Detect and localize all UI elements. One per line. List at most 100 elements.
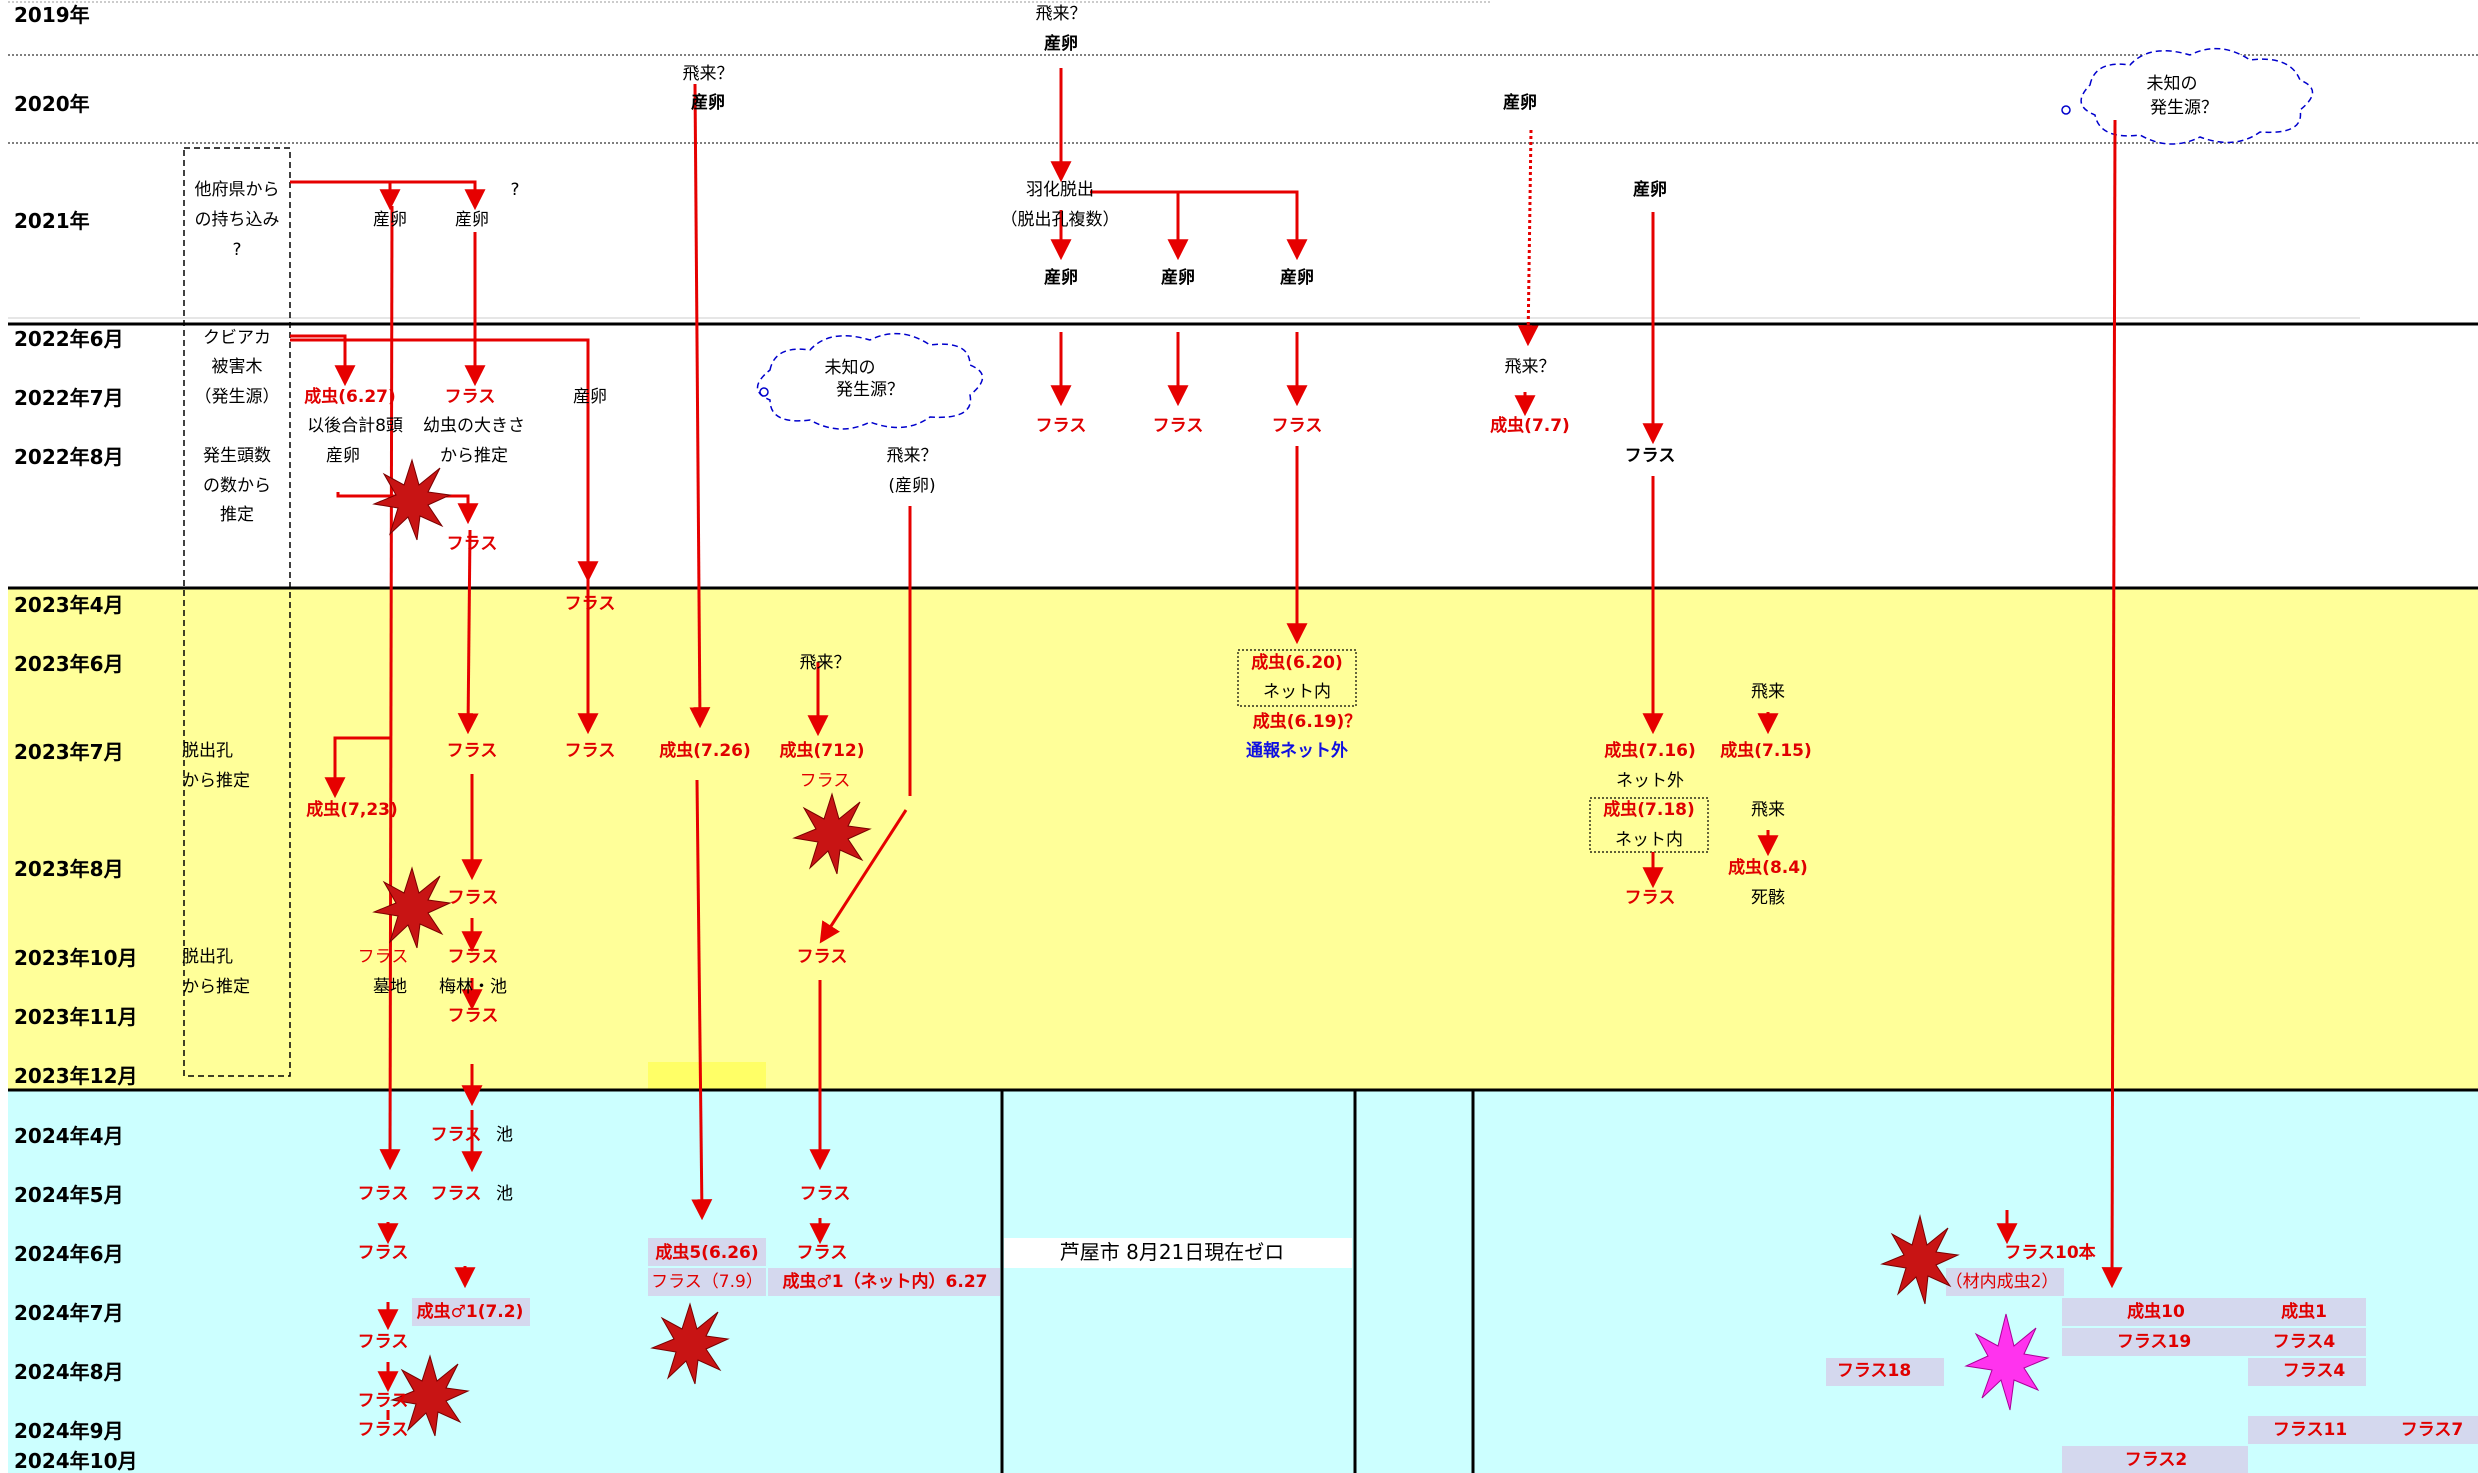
note: （発生源） [194,387,280,407]
note: 成虫(712) [779,741,865,761]
cell-frass7 [2366,1416,2478,1444]
note: 成虫(7.15) [1720,741,1812,761]
cloud-text: 発生源？ [2150,98,2218,118]
note: 死骸 [1751,888,1785,908]
row-label: 2023年4月 [14,593,124,617]
note: フラス [1035,416,1087,436]
note: フラス4 [2282,1361,2346,1381]
note: 産卵 [573,387,607,407]
note: 飛来？ [682,64,734,84]
note: フラス [357,1420,409,1440]
cell-adult1 [2248,1298,2366,1326]
cell-frass4a [2248,1328,2366,1356]
note: 成虫♂1（ネット内）6.27 [782,1272,988,1292]
note: 成虫10 [2127,1302,2185,1322]
note: から推定 [182,771,250,791]
row-label: 2023年6月 [14,652,124,676]
row-label: 2024年7月 [14,1301,124,1325]
note: フラス [357,947,409,967]
note: 産卵 [373,210,407,230]
note: ? [510,180,520,200]
cell-in-wood [1946,1268,2064,1296]
note: 産卵 [326,446,360,466]
note: フラス [799,771,851,791]
note: フラス18 [1836,1361,1912,1381]
note: 成虫(6.20) [1251,653,1343,673]
row-label: 2022年8月 [14,445,124,469]
row-label: 2021年 [14,209,90,233]
note: フラス [357,1332,409,1352]
note: 成虫(6.19)？ [1252,712,1362,732]
star-marks [372,458,2050,1437]
note: 飛来？ [799,653,851,673]
note: 産卵 [455,210,489,230]
note: フラス [357,1184,409,1204]
note: 幼虫の大きさ [423,416,525,436]
note: 産卵 [1503,93,1537,113]
note: 池 [496,1184,513,1204]
cell-adult-net [768,1268,1000,1296]
note: フラス [564,594,616,614]
cell-adult72 [412,1298,530,1326]
note: 成虫(7,23) [306,800,398,820]
cell-frass4b [2248,1358,2366,1386]
note: 成虫(8.4) [1728,858,1808,878]
note: フラス19 [2116,1332,2192,1352]
yellow-cell [648,1062,766,1090]
note: ネット外 [1616,771,1684,791]
note: フラス [446,741,498,761]
row-label: 2023年7月 [14,740,124,764]
cloud-text: 発生源？ [836,380,904,400]
note: 被害木 [211,357,263,377]
row-label: 2024年8月 [14,1360,124,1384]
cell-frass19 [2062,1328,2248,1356]
cell-frass11 [2248,1416,2366,1444]
note: 産卵 [1280,268,1314,288]
note: 産卵 [1044,34,1078,54]
note: フラス [796,947,848,967]
note: 以後合計8頭 [307,416,403,436]
row-label: 2022年6月 [14,327,124,351]
note: 通報ネット外 [1246,741,1348,761]
note: 発生頭数 [203,446,271,466]
row-label: 2023年8月 [14,857,124,881]
cell-frass18 [1826,1358,1944,1386]
note: ネット内 [1263,682,1331,702]
note: ? [1524,93,1533,113]
note: 飛来 [1751,682,1785,702]
note: フラス [357,1391,409,1411]
note: 成虫(6.27) [304,387,396,407]
note: フラス [799,1184,851,1204]
note: フラス [444,387,496,407]
note: フラス4 [2272,1332,2336,1352]
cell-frass2 [2062,1446,2248,1473]
row-label: 2020年 [14,92,90,116]
note: 推定 [220,505,254,525]
note: フラス [447,1006,499,1026]
note: ネット内 [1615,830,1683,850]
note: フラス [430,1184,482,1204]
note: フラス7 [2400,1420,2464,1440]
note: 成虫(7.18) [1603,800,1695,820]
note: （脱出孔複数） [1000,210,1120,230]
note: 成虫5(6.26) [655,1243,759,1263]
ashiya-box-bg [1004,1238,1352,1268]
row-label: 2023年10月 [14,946,138,970]
note: 脱出孔 [182,947,233,967]
note: の数から [203,476,271,496]
note: 成虫♂1(7.2) [416,1302,524,1322]
cell-frass79 [648,1268,766,1296]
note: から推定 [440,446,508,466]
note: 成虫1 [2281,1302,2327,1322]
note: 飛来 [1751,800,1785,820]
row-label: 2019年 [14,3,90,27]
note: から推定 [182,977,250,997]
row-label: 2024年9月 [14,1419,124,1443]
note: 羽化脱出 [1026,180,1094,200]
note: 産卵 [1633,180,1667,200]
band-2023 [8,588,2478,1090]
note: フラス [447,947,499,967]
note: フラス（7.9） [651,1272,763,1292]
note: 飛来？ [1504,357,1556,377]
